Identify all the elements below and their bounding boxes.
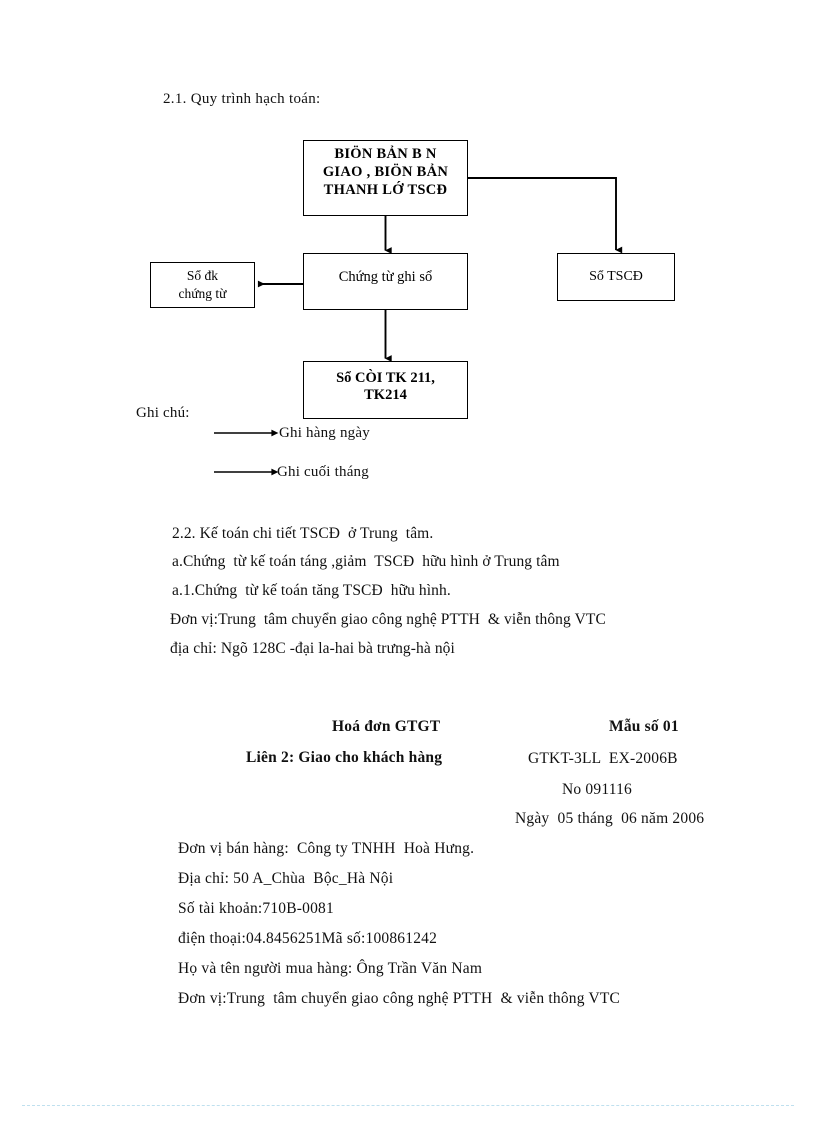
legend-label-monthly: Ghi cuối tháng bbox=[277, 464, 369, 480]
body-line-don-vi: Đơn vị:Trung tâm chuyển giao công nghệ P… bbox=[170, 611, 606, 628]
footer-divider bbox=[22, 1105, 794, 1107]
legend-title: Ghi chú: bbox=[136, 405, 190, 421]
body-line-item-a1: a.1.Chứng từ kế toán tăng TSCĐ hữu hình. bbox=[172, 582, 451, 599]
invoice-buyer-unit: Đơn vị:Trung tâm chuyển giao công nghệ P… bbox=[178, 990, 621, 1007]
invoice-seller-address: Địa chỉ: 50 A_Chùa Bộc_Hà Nội bbox=[178, 870, 394, 887]
section-heading-2-1: 2.1. Quy trình hạch toán: bbox=[163, 91, 321, 107]
body-line-dia-chi: địa chỉ: Ngõ 128C -đại la-hai bà trưng-h… bbox=[170, 640, 455, 657]
invoice-form-code: GTKT-3LL EX-2006B bbox=[528, 750, 678, 767]
invoice-title: Hoá đơn GTGT bbox=[332, 718, 441, 735]
flowchart-node-so-dk-chung-tu: Sổ đk chứng từ bbox=[150, 262, 255, 308]
flowchart-node-bien-ban: BIÖN BẢN B N GIAO , BIÖN BẢN THANH LỚ TS… bbox=[303, 140, 468, 216]
flowchart-node-bien-ban-label: BIÖN BẢN B N GIAO , BIÖN BẢN THANH LỚ TS… bbox=[322, 146, 449, 198]
flowchart-node-so-tscd: Sổ TSCĐ bbox=[557, 253, 675, 301]
invoice-date: Ngày 05 tháng 06 năm 2006 bbox=[515, 810, 705, 827]
flowchart-node-so-cai: Sổ CÒI TK 211, TK214 bbox=[303, 361, 468, 419]
flowchart-node-chung-tu-ghi-so: Chứng từ ghi sổ bbox=[303, 253, 468, 310]
invoice-serial-number: No 091116 bbox=[562, 781, 632, 798]
flowchart-node-chung-tu-ghi-so-label: Chứng từ ghi sổ bbox=[338, 268, 433, 285]
invoice-form-number: Mẫu số 01 bbox=[609, 718, 679, 735]
invoice-buyer-name: Họ và tên người mua hàng: Ông Trần Văn N… bbox=[178, 960, 483, 977]
invoice-seller-name: Đơn vị bán hàng: Công ty TNHH Hoà Hưng. bbox=[178, 840, 475, 857]
legend-label-daily: Ghi hàng ngày bbox=[279, 425, 370, 441]
invoice-phone-and-tax-code: điện thoại:04.8456251Mã số:100861242 bbox=[178, 930, 438, 947]
body-line-section-2-2: 2.2. Kế toán chi tiết TSCĐ ở Trung tâm. bbox=[172, 525, 434, 542]
invoice-bank-account: Số tài khoản:710B-0081 bbox=[178, 900, 334, 917]
flowchart-node-so-tscd-label: Sổ TSCĐ bbox=[589, 269, 643, 285]
body-line-item-a: a.Chứng từ kế toán táng ,giảm TSCĐ hữu h… bbox=[172, 553, 560, 570]
invoice-copy-line: Liên 2: Giao cho khách hàng bbox=[246, 749, 443, 766]
flowchart-node-so-dk-chung-tu-label: Sổ đk chứng từ bbox=[178, 267, 227, 301]
flowchart-node-so-cai-label: Sổ CÒI TK 211, TK214 bbox=[336, 369, 435, 403]
